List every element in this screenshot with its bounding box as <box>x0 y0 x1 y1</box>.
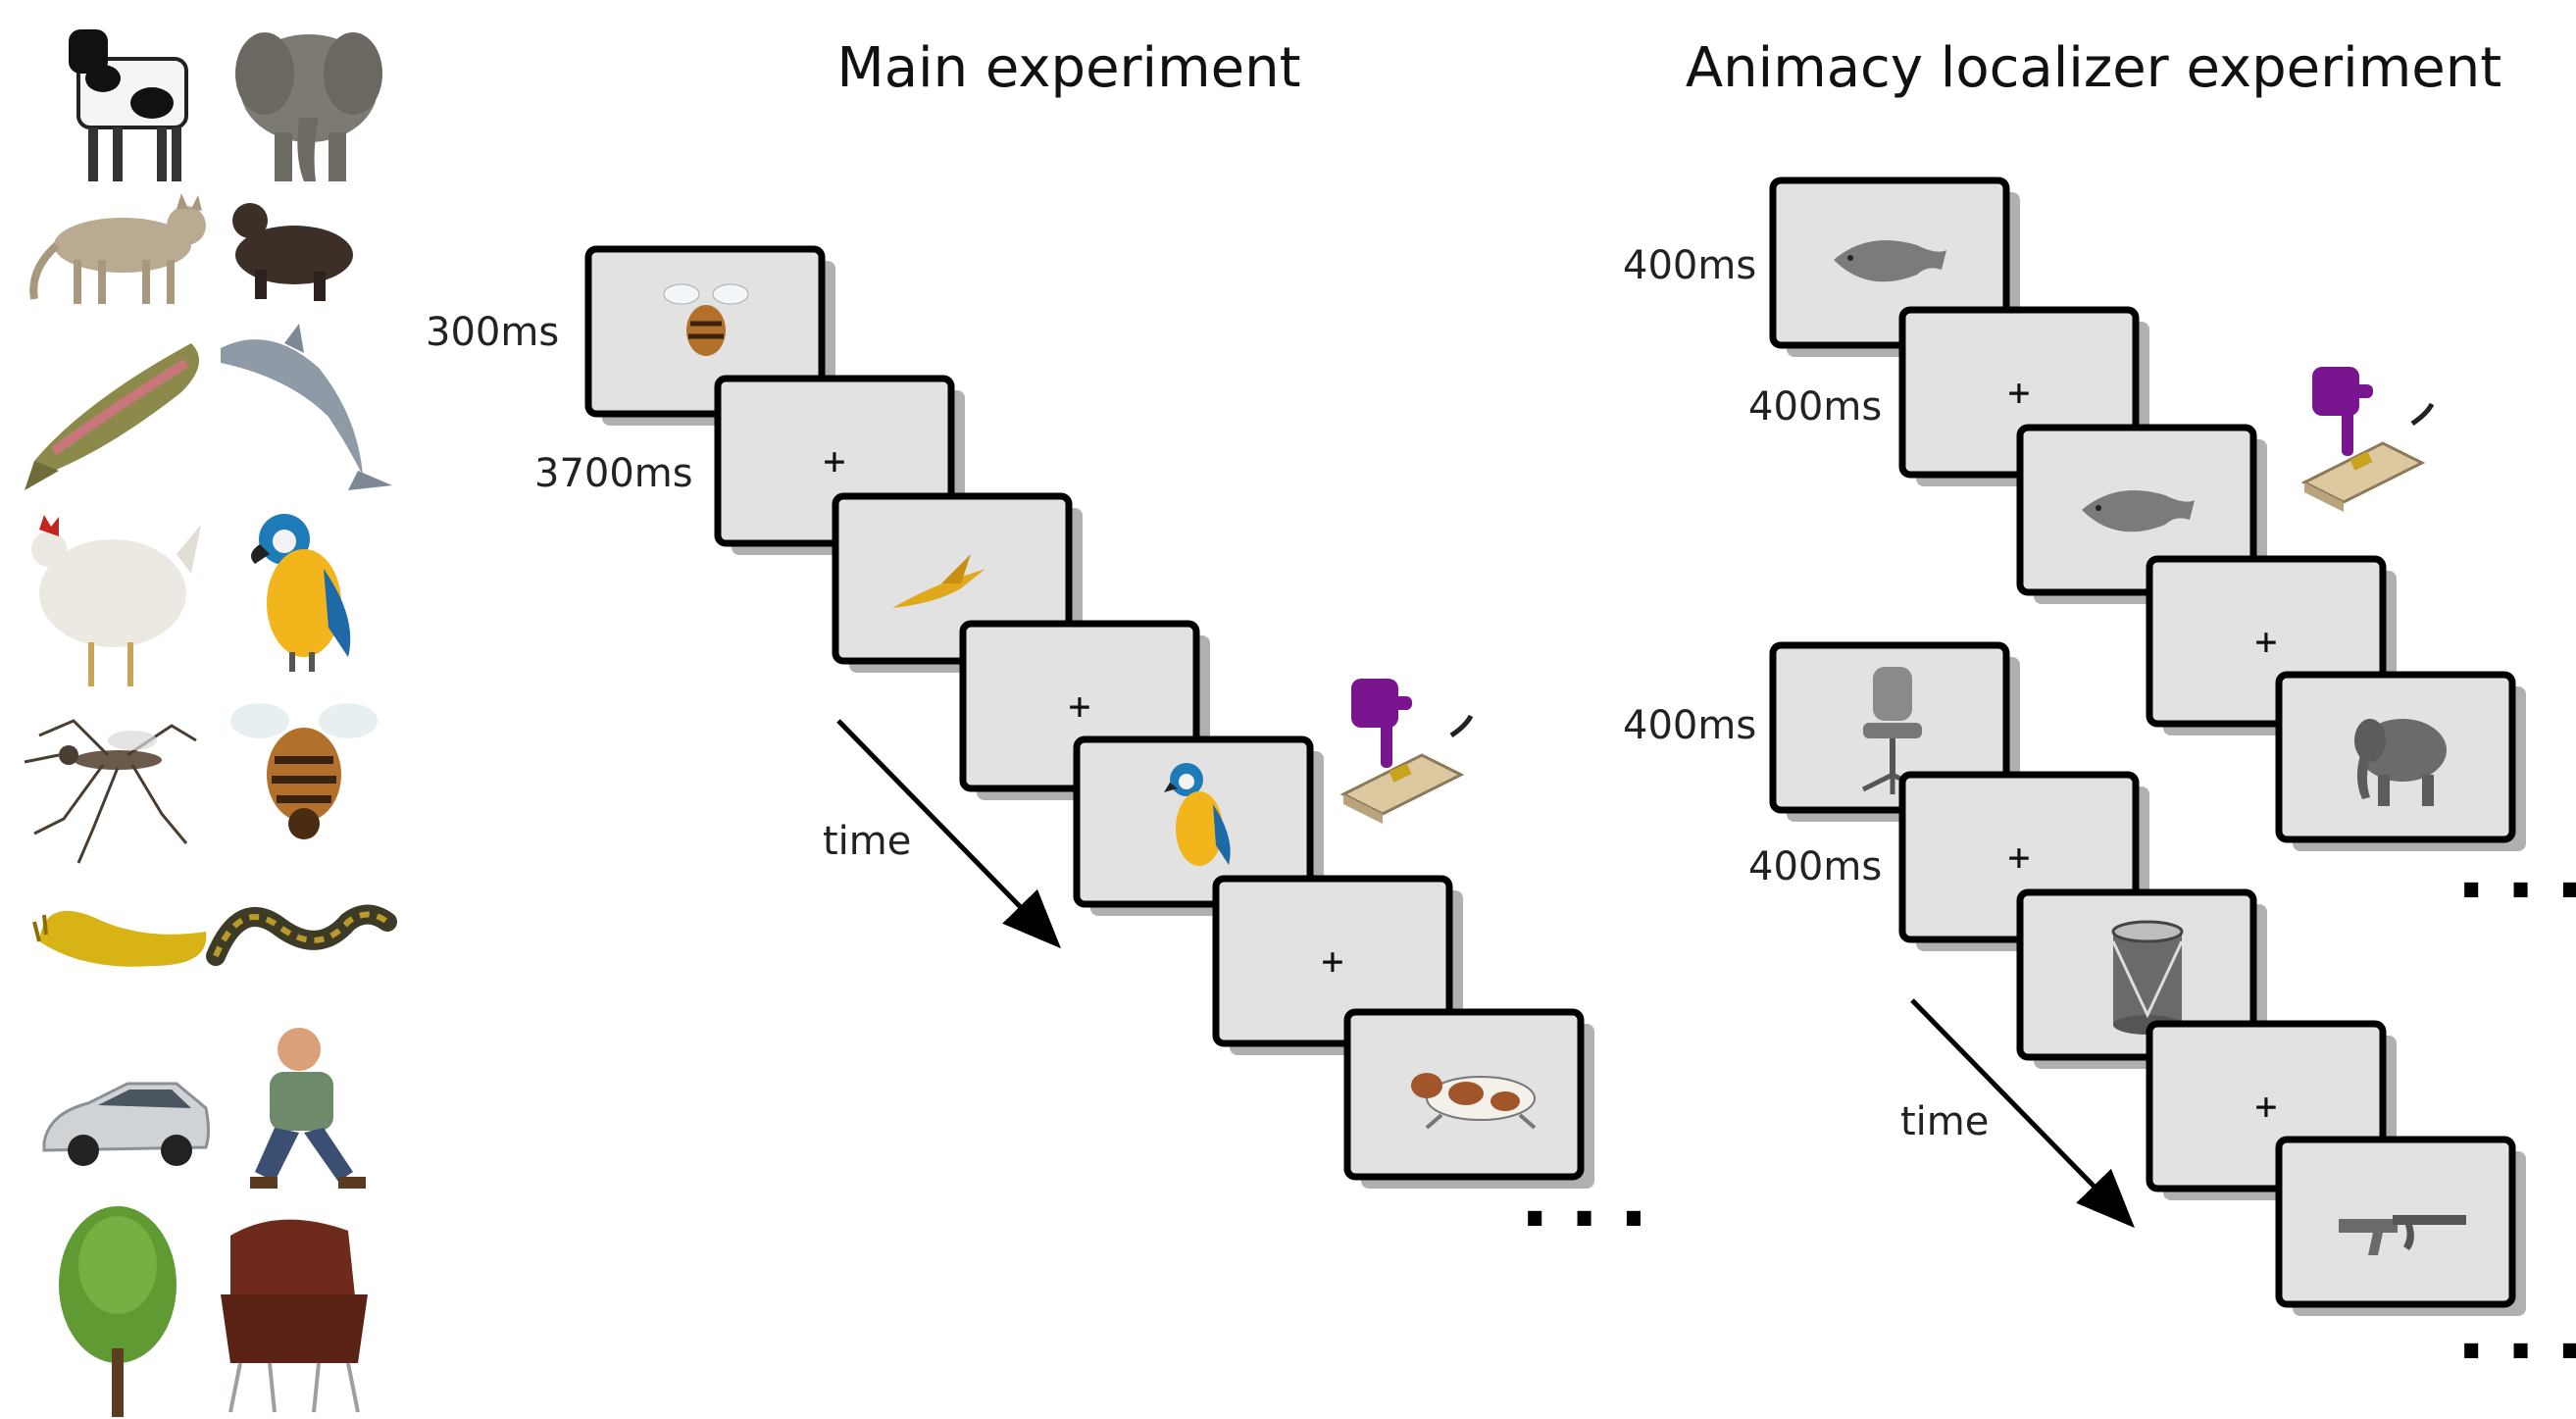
main-frame-parrot <box>1073 735 1324 916</box>
stimulus-car-icon <box>42 1082 210 1166</box>
localizer-experiment: Animacy localizer experiment 400ms 400ms… <box>1623 36 2576 1377</box>
response-button-box-icon <box>2300 367 2435 512</box>
localizer-block1-isi-duration: 400ms <box>1748 384 1882 430</box>
stimulus-trout-icon <box>25 343 199 490</box>
fixation-cross: + <box>2255 1085 2278 1128</box>
main-isi-duration-label: 3700ms <box>534 451 693 496</box>
main-time-label: time <box>823 819 911 864</box>
rifle-icon <box>2339 1215 2466 1255</box>
hand-icon <box>1351 679 1412 768</box>
stimulus-snake-icon <box>206 904 397 966</box>
main-frame-cow <box>1343 1008 1594 1189</box>
main-time-arrow <box>836 719 1061 949</box>
drum-icon <box>2111 920 2184 1035</box>
fixation-cross: + <box>1069 684 1091 728</box>
fish-icon <box>1834 240 1946 282</box>
localizer-time-label: time <box>1900 1099 1989 1144</box>
fixation-cross: + <box>1322 939 1344 983</box>
localizer-block2-isi-duration: 400ms <box>1748 844 1882 889</box>
bird-icon <box>892 554 985 608</box>
stimulus-elephant-icon <box>235 32 382 181</box>
fixation-cross: + <box>2255 620 2278 663</box>
localizer-experiment-title: Animacy localizer experiment <box>1686 36 2501 100</box>
stimulus-armchair-icon <box>221 1219 368 1413</box>
localizer-frame-rifle <box>2275 1136 2526 1316</box>
main-stim-duration-label: 300ms <box>426 310 559 355</box>
stimulus-bee-icon <box>230 703 378 839</box>
fixation-cross: + <box>824 439 846 482</box>
stimulus-dolphin-icon <box>221 324 392 490</box>
localizer-time-arrow <box>1910 998 2135 1229</box>
stimulus-slug-icon <box>32 910 207 967</box>
fixation-cross: + <box>2008 371 2031 414</box>
main-experiment: Main experiment 300ms 3700ms + <box>426 36 1668 1244</box>
main-frame-fixation-3: + <box>1212 875 1463 1055</box>
stimulus-cow-icon <box>69 29 188 181</box>
main-experiment-title: Main experiment <box>836 36 1300 100</box>
hand-icon <box>2312 367 2373 456</box>
main-continuation-ellipsis: ... <box>1520 1153 1668 1244</box>
stimulus-parrot-icon <box>251 514 351 672</box>
localizer-block1-stim-duration: 400ms <box>1623 243 1756 288</box>
fixation-cross: + <box>2008 836 2031 879</box>
stimulus-chicken-icon <box>31 515 201 686</box>
localizer-block2-stim-duration: 400ms <box>1623 703 1756 748</box>
stimulus-tree-icon <box>59 1206 177 1417</box>
stimulus-cat-icon <box>29 193 206 304</box>
localizer-frame-elephant <box>2275 671 2526 851</box>
localizer-frame-chair <box>1769 641 2020 822</box>
bee-icon <box>663 283 749 356</box>
parrot-icon <box>1164 763 1231 866</box>
stimulus-mosquito-icon <box>24 719 197 864</box>
stimulus-set <box>24 29 397 1417</box>
cow-icon <box>1411 1073 1537 1130</box>
response-button-box-icon <box>1339 679 1474 824</box>
localizer-frame-fish-1 <box>1769 177 2020 357</box>
localizer-block1-ellipsis: ... <box>2456 825 2576 916</box>
main-frame-bird <box>832 492 1083 673</box>
fish-icon <box>2082 490 2195 532</box>
localizer-block2-ellipsis: ... <box>2456 1286 2576 1377</box>
stimulus-marten-icon <box>232 203 353 301</box>
stimulus-man-icon <box>250 1028 366 1189</box>
elephant-icon <box>2354 719 2447 806</box>
office-chair-icon <box>1861 667 1924 794</box>
